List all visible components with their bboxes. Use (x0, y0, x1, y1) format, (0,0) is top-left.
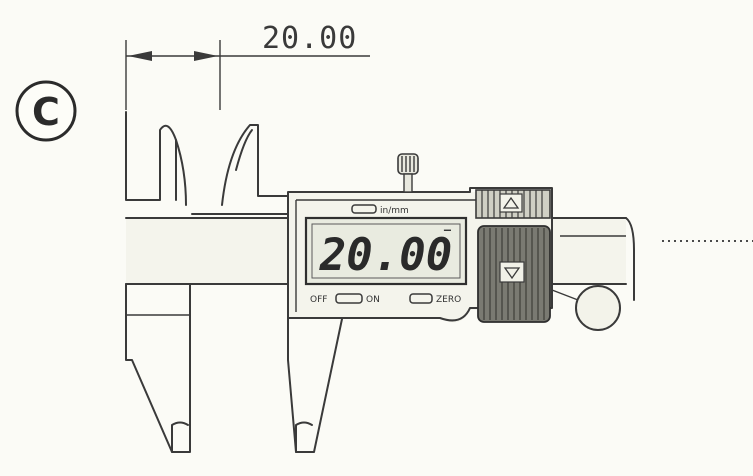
zero-button[interactable] (409, 293, 433, 304)
figure-label: C (32, 90, 60, 134)
unit-switch[interactable]: in/mm (351, 204, 409, 216)
figure-label-badge: C (15, 80, 77, 142)
on-off-button[interactable] (335, 293, 363, 304)
top-knurl (475, 189, 551, 219)
lcd-reading: 20.00 (319, 230, 452, 281)
lower-jaws (125, 283, 347, 453)
lock-screw (397, 153, 419, 193)
upper-jaws (125, 111, 289, 215)
zero-label: ZERO (436, 295, 461, 305)
control-buttons: OFF ON ZERO (310, 293, 461, 305)
thumb-roller[interactable] (477, 225, 551, 323)
on-label: ON (366, 295, 380, 305)
dimension-arrow-left (128, 51, 152, 61)
lcd-display: 20.00 ▔ (304, 216, 468, 286)
dimension-arrow-right (194, 51, 218, 61)
dimension-value: 20.00 (262, 21, 357, 56)
unit-switch-label: in/mm (380, 206, 409, 216)
lcd-unit-indicator: ▔ (443, 229, 452, 241)
dimension-annotation: 20.00 (125, 21, 370, 110)
end-knob (551, 285, 621, 331)
off-label: OFF (310, 295, 327, 305)
